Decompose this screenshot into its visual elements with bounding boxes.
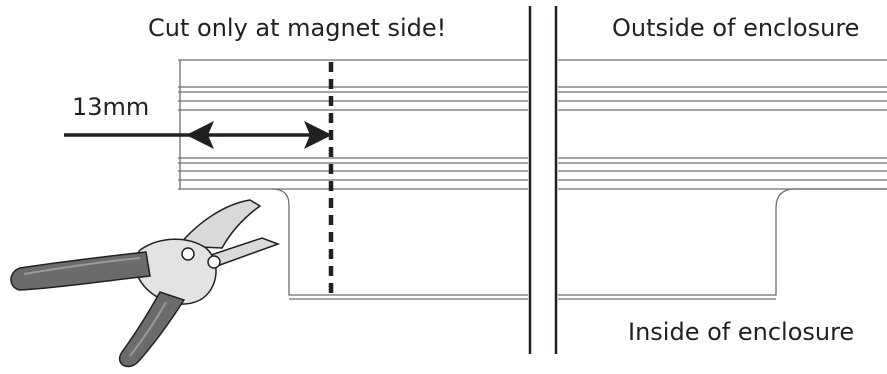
- cut-instruction-label: Cut only at magnet side!: [148, 14, 447, 42]
- dimension-label: 13mm: [72, 93, 150, 121]
- pliers-icon: [10, 199, 281, 368]
- right-profile: [558, 59, 887, 300]
- outside-enclosure-label: Outside of enclosure: [612, 14, 860, 42]
- left-profile: [178, 59, 528, 300]
- dimension-arrow: [64, 121, 332, 149]
- inside-enclosure-label: Inside of enclosure: [628, 318, 855, 346]
